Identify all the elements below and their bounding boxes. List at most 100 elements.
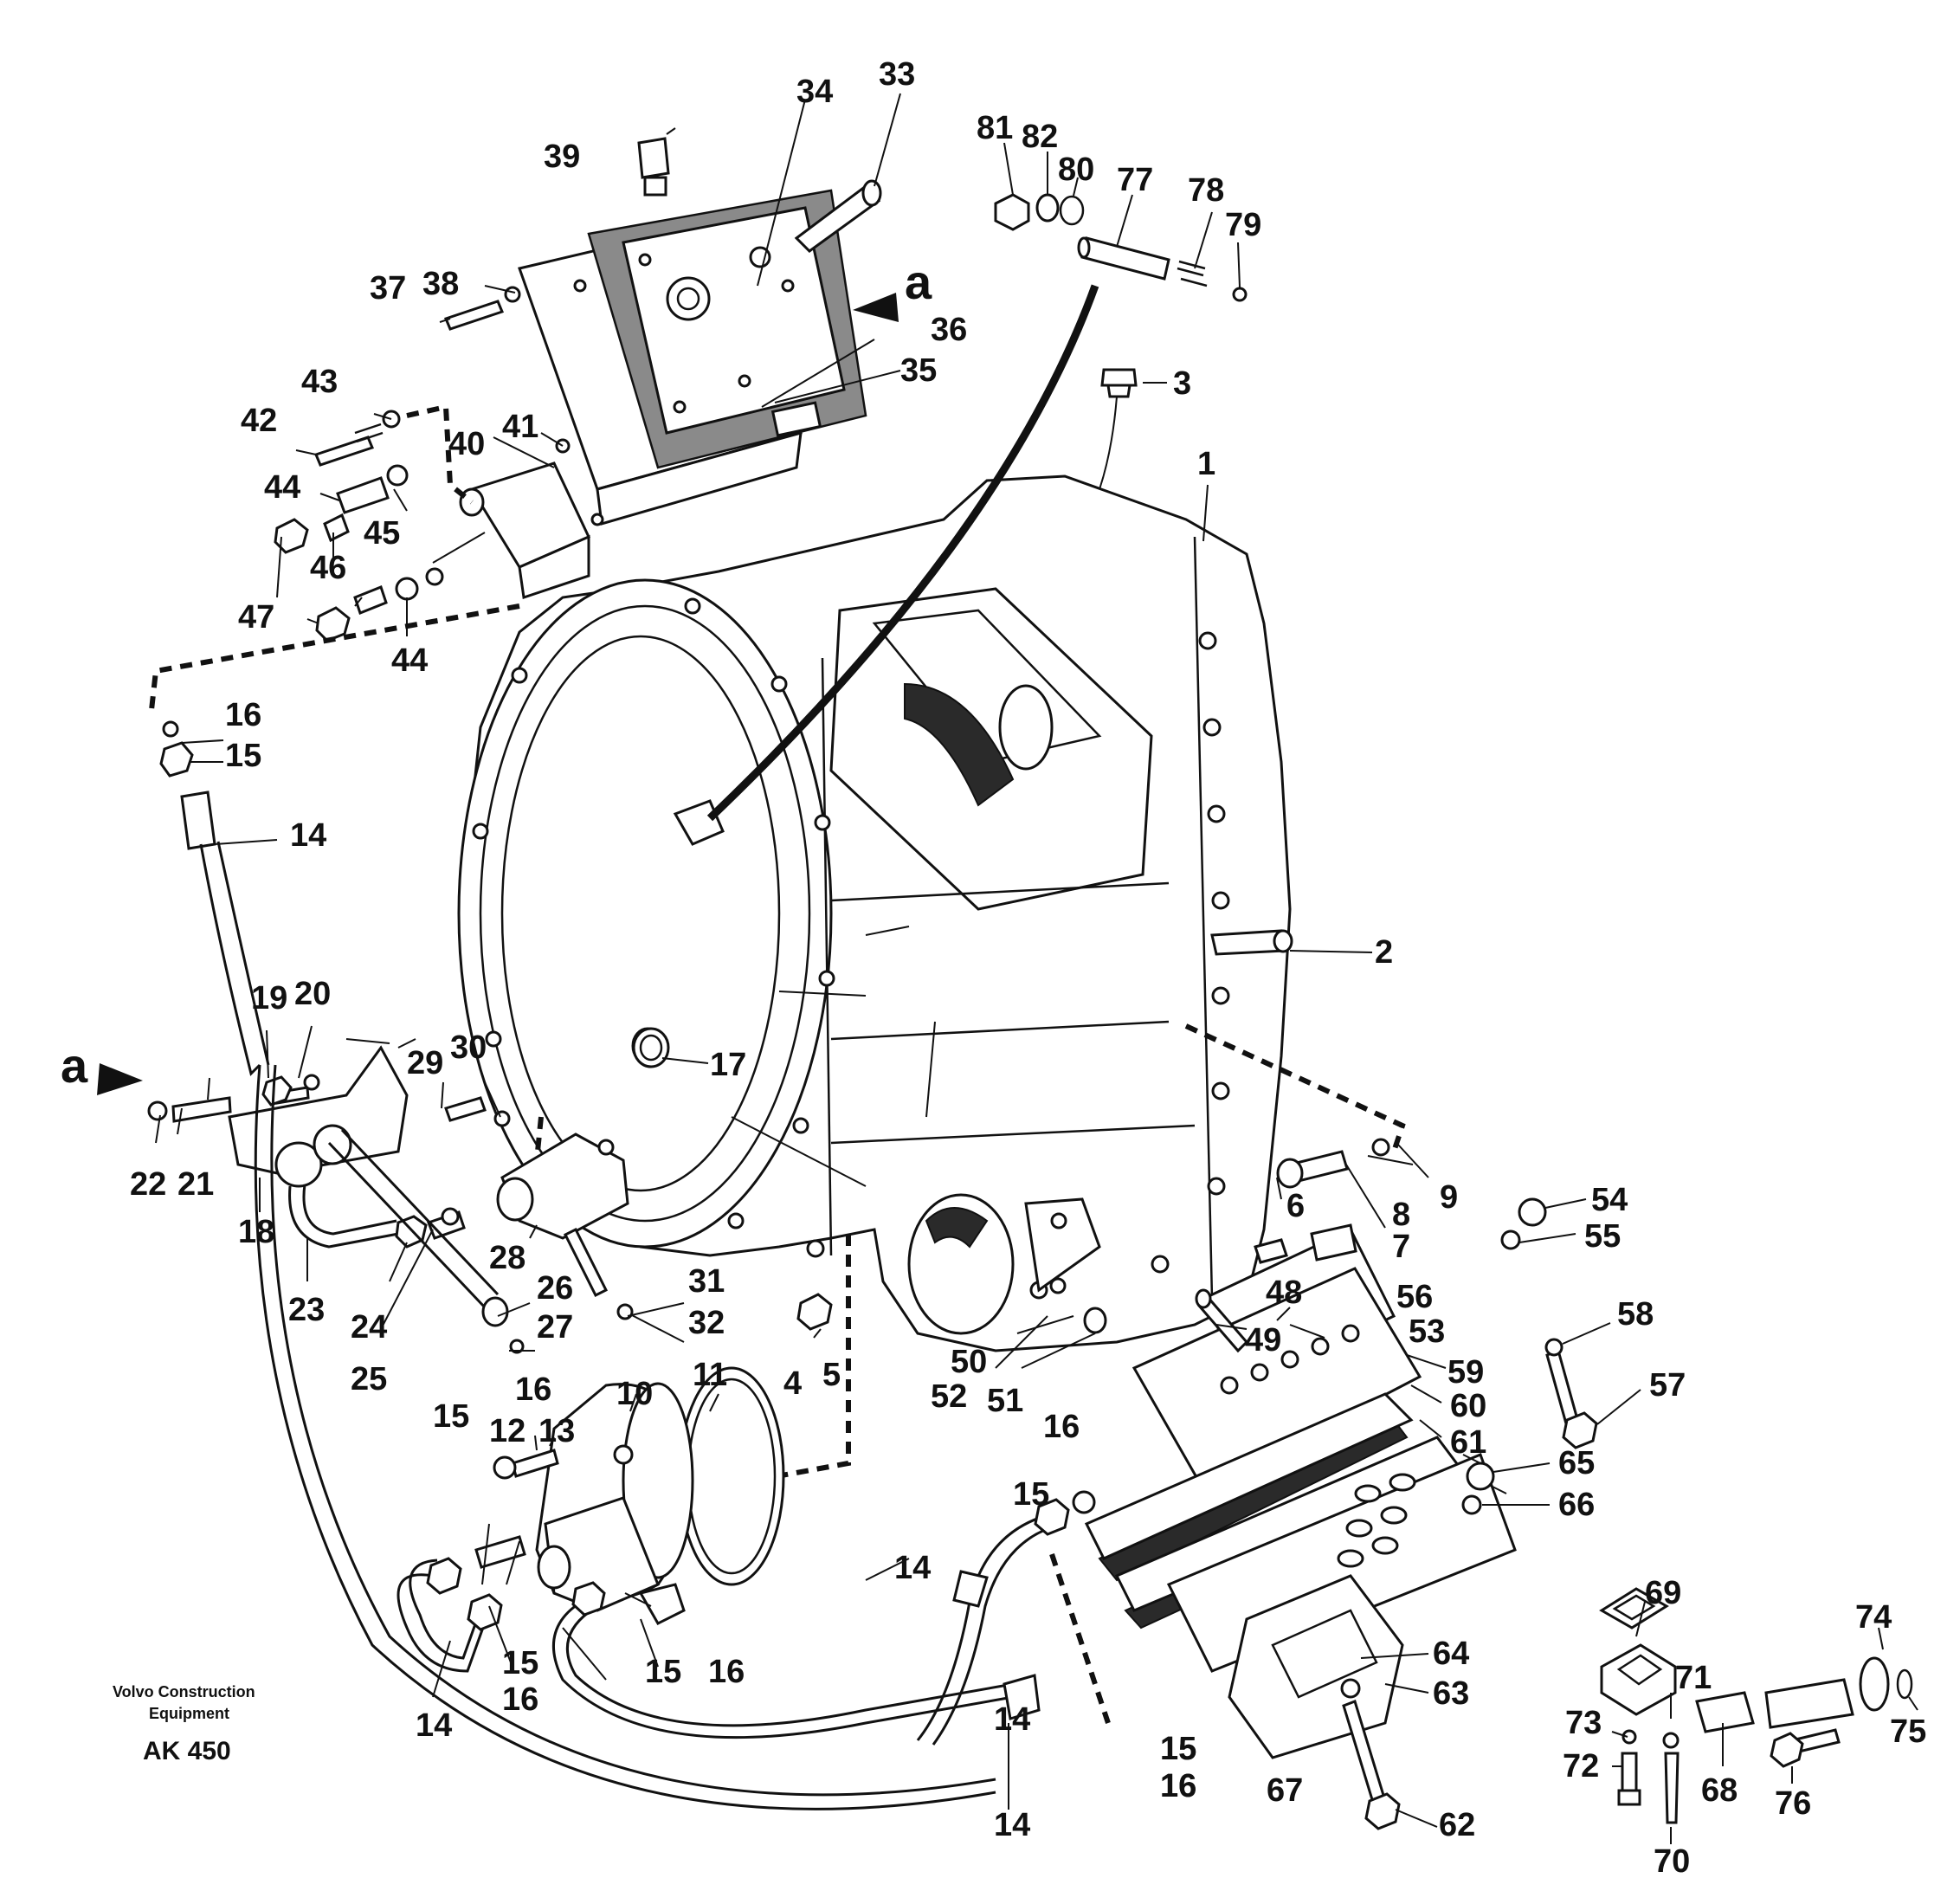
callout-29: 29 [407,1045,443,1081]
view-arrow-left [97,1063,143,1095]
footer: Volvo Construction Equipment AK 450 [113,1683,255,1765]
footer-equipment: Equipment [149,1705,229,1722]
valve-cover-assembly [459,189,867,599]
callout-16g: 16 [1160,1768,1196,1804]
callout-77: 77 [1117,162,1153,198]
shaft-assembly-77-82 [994,193,1248,302]
callout-11: 11 [693,1357,727,1393]
callout-41: 41 [502,409,538,445]
callout-13: 13 [538,1413,575,1449]
callout-44a: 44 [264,469,300,506]
callout-16f: 16 [1160,1768,1196,1804]
pto-plate-assembly [1084,1228,1517,1759]
callout-3: 3 [1173,365,1191,402]
callout-50: 50 [951,1344,987,1380]
callout-16a: 16 [225,697,261,733]
callout-68: 68 [1701,1772,1738,1809]
callout-14e: 14 [994,1701,1030,1738]
callout-80: 80 [1058,152,1094,188]
callout-17: 17 [710,1047,746,1083]
callout-36: 36 [931,312,967,348]
detail-68-76 [1599,1587,1913,1824]
callout-69: 69 [1645,1575,1681,1611]
callout-55: 55 [1584,1218,1621,1255]
callout-31: 31 [688,1263,725,1300]
callout-56: 56 [1396,1279,1433,1315]
callout-1: 1 [1197,446,1215,482]
view-arrows [97,293,899,1095]
callout-72: 72 [1563,1748,1599,1784]
callout-23: 23 [288,1292,325,1328]
callout-15e: 15 [1013,1476,1049,1513]
callout-39: 39 [544,139,580,175]
callout-19: 19 [251,980,287,1016]
callout-2: 2 [1375,934,1393,971]
callout-30: 30 [450,1029,487,1066]
leader-lines [155,93,1918,1844]
callout-15d: 15 [645,1654,681,1690]
right-hardware [796,1138,1598,1830]
callout-48: 48 [1266,1275,1302,1311]
transmission-housing [457,368,1293,1352]
callout-26: 26 [537,1270,573,1307]
callout-75: 75 [1890,1713,1926,1750]
speedo-cable [706,284,1099,822]
callout-57: 57 [1649,1367,1686,1404]
callout-53: 53 [1409,1313,1445,1350]
callout-52: 52 [931,1378,967,1415]
callout-14d: 14 [994,1807,1030,1843]
callout-82: 82 [1022,119,1058,155]
callout-40: 40 [448,426,485,462]
callout-58: 58 [1617,1296,1654,1333]
filter-housing-18-25 [147,1045,525,1354]
callout-15g: 15 [1160,1731,1196,1767]
callout-67: 67 [1267,1772,1303,1809]
callout-21: 21 [177,1166,214,1203]
callout-14b: 14 [894,1550,931,1586]
callout-60: 60 [1450,1388,1486,1424]
callout-65: 65 [1558,1445,1595,1481]
callout-14c: 14 [416,1707,452,1744]
callout-70: 70 [1654,1843,1690,1878]
callout-78: 78 [1188,172,1224,209]
callout-10: 10 [616,1376,653,1412]
callout-66: 66 [1558,1487,1595,1523]
footer-figure-code: AK 450 [143,1737,231,1765]
callout-15a: 15 [225,738,261,774]
valve-28-group [444,1096,634,1320]
callout-54: 54 [1591,1182,1628,1218]
callout-22: 22 [130,1166,166,1203]
left-hose [159,720,270,1076]
callout-27: 27 [537,1309,573,1346]
callout-45: 45 [364,515,400,552]
callout-81: 81 [977,110,1013,146]
callout-8: 8 [1392,1197,1410,1233]
callout-12: 12 [489,1413,525,1449]
callout-33: 33 [879,56,915,93]
oring-17 [632,1027,670,1068]
callout-7: 7 [1392,1229,1410,1265]
callout-9: 9 [1440,1179,1458,1216]
pump-assembly [493,1366,785,1625]
callout-14a: 14 [290,817,326,854]
callout-73: 73 [1565,1705,1602,1741]
callout-71: 71 [1675,1660,1712,1696]
callout-62: 62 [1439,1807,1475,1843]
footer-manufacturer: Volvo Construction [113,1683,255,1701]
dashed-lines [149,403,1406,1724]
callout-51: 51 [987,1383,1023,1419]
lower-hoses [254,1064,1096,1810]
callout-63: 63 [1433,1675,1469,1712]
callout-61: 61 [1450,1424,1486,1461]
callout-25: 25 [351,1361,387,1397]
callout-76: 76 [1775,1785,1811,1822]
callout-15b: 15 [433,1398,469,1435]
callout-49: 49 [1245,1322,1281,1358]
callout-79: 79 [1225,207,1261,243]
callout-46: 46 [310,550,346,586]
callout-labels: 1 2 3 4 5 6 7 8 9 10 11 12 13 14 14 14 1… [61,56,1926,1878]
callout-6: 6 [1286,1188,1305,1224]
callout-34: 34 [796,74,833,110]
callout-15f: 15 [1160,1731,1196,1767]
